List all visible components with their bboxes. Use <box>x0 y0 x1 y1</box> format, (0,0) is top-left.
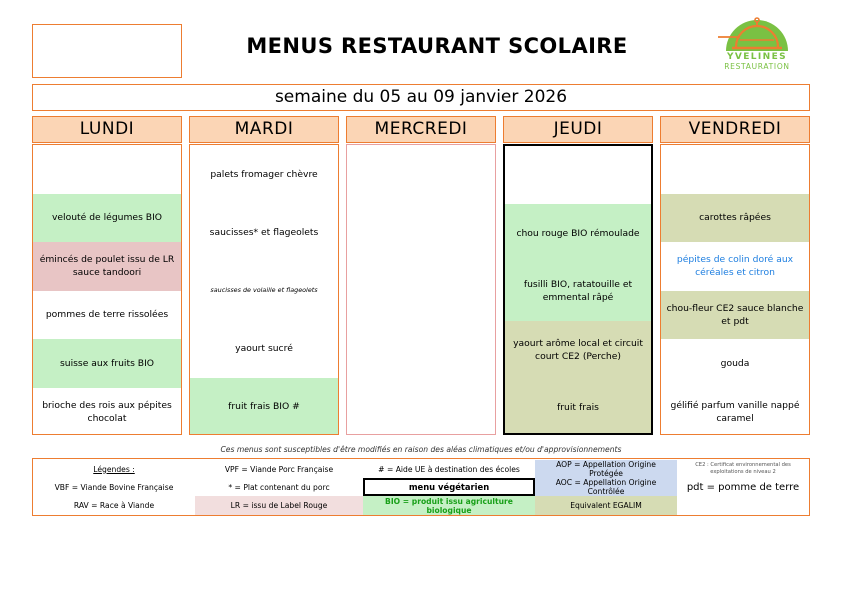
header-empty-box <box>32 24 182 78</box>
menu-item: émincés de poulet issu de LR sauce tando… <box>33 242 181 291</box>
legend-item: menu végétarien <box>363 478 535 496</box>
logo-text-primary: YVELINES <box>726 52 788 62</box>
menu-item <box>33 145 181 194</box>
menu-item: fusilli BIO, ratatouille et emmental râp… <box>505 262 651 321</box>
legend-item: RAV = Race à Viande <box>73 501 155 510</box>
page-header: MENUS RESTAURANT SCOLAIRE YVELINES RESTA… <box>32 17 810 80</box>
day-column-vendredi: VENDREDI carottes râpées pépites de colin … <box>660 116 810 436</box>
menu-item: chou rouge BIO rémoulade <box>505 204 651 263</box>
menu-item: gélifié parfum vanille nappé caramel <box>670 399 800 424</box>
menu-item: pommes de terre rissolées <box>45 309 169 321</box>
day-header-vendredi[interactable]: VENDREDI <box>660 116 810 143</box>
legend-item: # = Aide UE à destination des écoles <box>378 464 520 474</box>
day-header-jeudi[interactable]: JEUDI <box>503 116 653 143</box>
day-column-mardi: MARDI palets fromager chèvre saucisses* et… <box>189 116 339 436</box>
legend-item: Légendes : <box>93 464 135 474</box>
legend-item: VPF = Viande Porc Française <box>224 464 334 474</box>
menu-item: yaourt arôme local et circuit court CE2 … <box>505 320 651 379</box>
cloche-icon <box>718 17 782 50</box>
day-menu-body-vendredi: carottes râpées pépites de colin doré aux… <box>660 144 810 435</box>
day-header-mercredi[interactable]: MERCREDI <box>346 116 496 143</box>
legend-item: LR = issu de Label Rouge <box>195 496 363 515</box>
day-column-mercredi: MERCREDI <box>346 116 496 436</box>
legend-item: pdt = pomme de terre <box>686 481 800 493</box>
legend-item: AOC = Appellation Origine Contrôlée <box>535 478 677 496</box>
legend-item: BIO = produit issu agriculture biologiqu… <box>363 496 535 515</box>
menu-item: chou-fleur CE2 sauce blanche et pdt <box>661 290 809 339</box>
menu-item: velouté de légumes BIO <box>33 193 181 242</box>
legend-item: Equivalent EGALIM <box>535 496 677 515</box>
menu-item: palets fromager chèvre <box>210 168 318 180</box>
menu-item <box>661 145 809 194</box>
legend-item: VBF = Viande Bovine Française <box>54 482 174 492</box>
menu-item: saucisses de volaille et flageolets <box>210 285 318 294</box>
logo-text-secondary: RESTAURATION <box>724 62 790 71</box>
day-menu-body-mardi: palets fromager chèvre saucisses* et flag… <box>189 144 339 435</box>
menu-item <box>505 146 651 204</box>
legend-item <box>677 496 809 515</box>
menu-item: saucisses* et flageolets <box>209 226 319 238</box>
day-menu-body-mercredi <box>346 144 496 435</box>
menu-item: yaourt sucré <box>235 343 293 355</box>
menu-disclaimer: Ces menus sont susceptibles d'être modif… <box>220 445 622 454</box>
legend-item: * = Plat contenant du porc <box>228 482 330 492</box>
day-header-mardi[interactable]: MARDI <box>189 116 339 143</box>
menu-item: gouda <box>720 357 750 369</box>
yvelines-restauration-logo: YVELINES RESTAURATION <box>714 16 800 88</box>
menu-item: fruit frais BIO # <box>190 377 338 434</box>
legend-item: AOP = Appellation Origine Protégée <box>535 460 677 478</box>
legend-item: CE2 : Certificat environnemental des exp… <box>695 462 791 475</box>
day-header-lundi[interactable]: LUNDI <box>32 116 182 143</box>
menu-item: suisse aux fruits BIO <box>33 339 181 388</box>
week-range-banner: semaine du 05 au 09 janvier 2026 <box>32 84 810 111</box>
menu-item: carottes râpées <box>661 193 809 242</box>
menu-item: brioche des rois aux pépites chocolat <box>42 399 172 424</box>
menu-item: pépites de colin doré aux céréales et ci… <box>676 254 794 279</box>
page-title: MENUS RESTAURANT SCOLAIRE <box>246 34 628 58</box>
menu-item: fruit frais <box>505 378 651 433</box>
